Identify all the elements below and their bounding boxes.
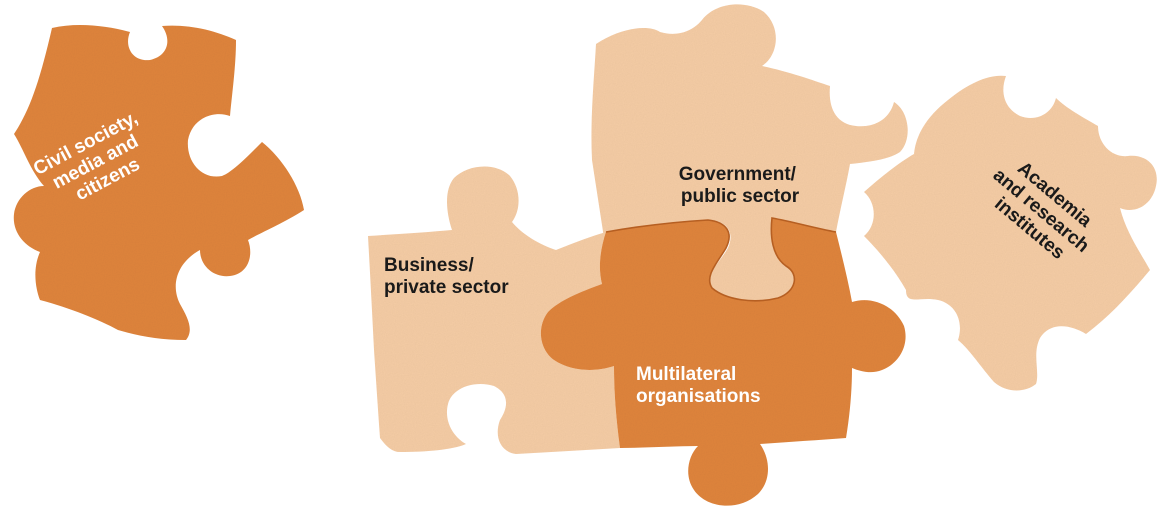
multilateral-label: Multilateral organisations xyxy=(636,364,761,407)
government-piece: Government/ public sector xyxy=(591,4,908,301)
multilateral-piece: Multilateral organisations xyxy=(540,217,906,506)
academia-piece: Academia and research institutes xyxy=(864,75,1157,391)
multilateral-label-line-2: organisations xyxy=(636,386,761,407)
multilateral-label-line-1: Multilateral xyxy=(636,364,736,385)
government-label-line-2: public sector xyxy=(681,186,800,207)
business-piece: Business/ private sector xyxy=(368,166,620,455)
government-label: Government/ public sector xyxy=(679,164,801,207)
business-label-line-1: Business/ xyxy=(384,255,474,276)
government-label-line-1: Government/ xyxy=(679,164,797,185)
multilateral-interlock-edge xyxy=(605,217,837,302)
civil-society-piece: Civil society, media and citizens xyxy=(13,25,305,341)
business-label: Business/ private sector xyxy=(384,255,509,298)
business-label-line-2: private sector xyxy=(384,277,509,298)
